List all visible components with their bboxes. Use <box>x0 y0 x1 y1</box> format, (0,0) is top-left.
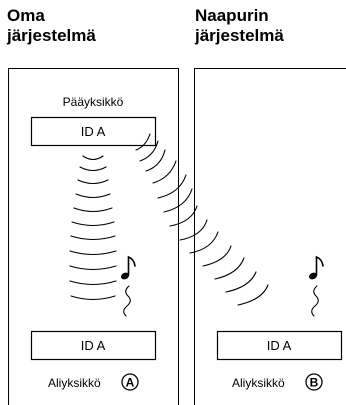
sub-unit-a-marker-circle <box>121 373 139 391</box>
sub-unit-b-marker: B <box>310 376 319 390</box>
music-note-icon <box>120 255 136 317</box>
main-unit-label: Pääyksikkö <box>63 95 124 109</box>
main-unit-box <box>30 116 157 147</box>
sub-unit-a-id: ID A <box>81 338 106 353</box>
radio-wave-icon <box>69 155 117 301</box>
sub-unit-b-box <box>216 330 343 361</box>
own-system-title: Oma järjestelmä <box>7 6 157 46</box>
own-system-title-line2: järjestelmä <box>7 26 96 45</box>
radio-wave-icon <box>135 133 269 306</box>
sub-unit-b-marker-circle <box>305 373 323 391</box>
neighbor-system-title: Naapurin järjestelmä <box>195 6 345 46</box>
sub-unit-a-marker: A <box>126 376 135 390</box>
own-system-panel <box>8 68 179 405</box>
own-system-title-line1: Oma <box>7 6 45 25</box>
neighbor-system-title-line2: järjestelmä <box>195 26 284 45</box>
music-note-icon <box>308 255 324 317</box>
neighbor-system-panel <box>194 68 346 405</box>
neighbor-system-title-line1: Naapurin <box>195 6 269 25</box>
sub-unit-b-id: ID A <box>267 338 292 353</box>
sub-unit-a-box <box>30 330 157 361</box>
sub-unit-a-label: Aliyksikkö <box>48 376 101 390</box>
main-unit-id: ID A <box>81 124 106 139</box>
sub-unit-b-label: Aliyksikkö <box>232 376 285 390</box>
